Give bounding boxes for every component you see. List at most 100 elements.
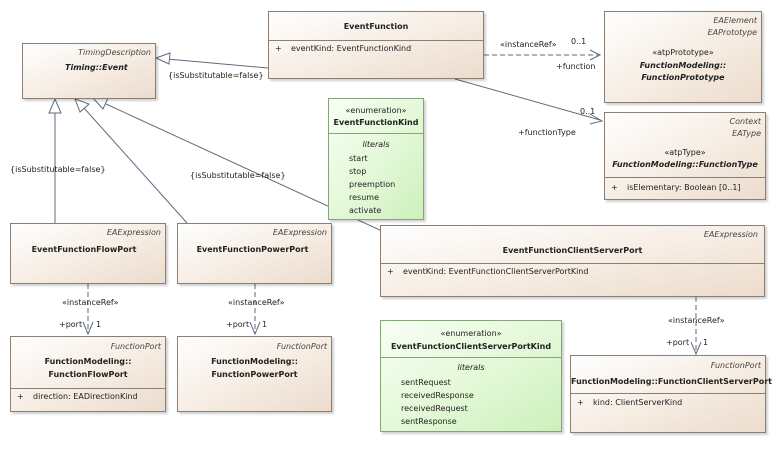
constraint-label: {isSubstitutable=false}	[190, 171, 286, 180]
class-name: EventFunctionClientServerPort	[502, 246, 643, 255]
visibility-marker: +	[275, 44, 282, 53]
compartment-divider	[571, 393, 765, 394]
compartment-divider	[11, 388, 165, 389]
attribute-text: kind: ClientServerKind	[593, 398, 683, 407]
multiplicity-label: 1	[703, 338, 709, 347]
enum-literal: preemption	[349, 180, 396, 189]
class-stereotype: Context	[729, 117, 761, 126]
attribute-text: isElementary: Boolean [0..1]	[627, 183, 741, 192]
class-stereotype: EAType	[732, 129, 761, 138]
enum-name: EventFunctionClientServerPortKind	[390, 342, 552, 351]
class-name-line-2: FunctionPowerPort	[211, 370, 298, 379]
compartment-divider	[381, 357, 561, 358]
event-function-class[interactable]: EventFunction + eventKind: EventFunctionK…	[268, 11, 484, 79]
class-name: FunctionModeling::FunctionType	[612, 160, 758, 169]
inner-stereotype: «atpType»	[664, 148, 706, 157]
class-stereotype: FunctionPort	[710, 361, 761, 370]
visibility-marker: +	[611, 183, 618, 192]
function-client-server-port-class[interactable]: FunctionPort FunctionModeling::FunctionC…	[570, 355, 772, 433]
open-arrowhead	[589, 113, 604, 125]
function-prototype-class[interactable]: EAElement EAPrototype «atpPrototype» Fun…	[604, 11, 762, 103]
attribute-text: eventKind: EventFunctionClientServerPort…	[403, 267, 589, 276]
class-name: Timing::Event	[65, 63, 128, 72]
compartment-divider	[381, 263, 764, 264]
enum-literal: receivedResponse	[401, 391, 474, 400]
open-arrowhead	[249, 321, 261, 336]
enum-stereotype: «enumeration»	[345, 106, 407, 115]
class-name: EventFunctionPowerPort	[196, 245, 309, 254]
instance-ref-label: «instanceRef»	[228, 298, 285, 307]
multiplicity-label: 0..1	[571, 37, 587, 46]
class-name-line-1: FunctionModeling::	[639, 61, 727, 70]
function-power-port-class[interactable]: FunctionPort FunctionModeling:: Function…	[177, 336, 332, 412]
generalization-arrowhead	[154, 52, 171, 65]
event-function-kind-enum[interactable]: «enumeration» EventFunctionKind literals…	[328, 98, 424, 220]
event-function-client-server-port-kind-enum[interactable]: «enumeration» EventFunctionClientServerP…	[380, 320, 562, 432]
association-line	[454, 78, 601, 121]
role-label: +port	[226, 320, 250, 329]
generalization-line	[155, 57, 269, 69]
multiplicity-label: 0..1	[580, 107, 596, 116]
class-stereotype: FunctionPort	[110, 342, 161, 351]
class-attribute: + isElementary: Boolean [0..1]	[611, 183, 741, 192]
class-stereotype: EAExpression	[272, 228, 327, 237]
literals-label: literals	[457, 363, 485, 372]
visibility-marker: +	[387, 267, 394, 276]
role-label: +port	[59, 320, 83, 329]
event-function-power-port-class[interactable]: EAExpression EventFunctionPowerPort	[177, 223, 332, 284]
attribute-text: direction: EADirectionKind	[33, 392, 138, 401]
enum-literal: sentResponse	[401, 417, 457, 426]
class-name: FunctionModeling::FunctionClientServerPo…	[571, 377, 772, 386]
attribute-text: eventKind: EventFunctionKind	[291, 44, 412, 53]
enum-literal: receivedRequest	[401, 404, 468, 413]
visibility-marker: +	[577, 398, 584, 407]
open-arrowhead	[690, 341, 702, 356]
open-arrowhead	[589, 49, 602, 61]
enum-literal: activate	[349, 206, 382, 215]
enum-stereotype: «enumeration»	[440, 329, 502, 338]
constraint-label: {isSubstitutable=false}	[168, 71, 264, 80]
class-stereotype: EAExpression	[703, 230, 758, 239]
compartment-divider	[329, 133, 423, 134]
class-name-line-2: FunctionFlowPort	[48, 370, 128, 379]
timing-event-class[interactable]: TimingDescription Timing::Event	[22, 43, 156, 99]
event-function-flow-port-class[interactable]: EAExpression EventFunctionFlowPort	[10, 223, 166, 284]
generalization-arrowhead	[91, 97, 109, 110]
event-function-client-server-port-class[interactable]: EAExpression EventFunctionClientServerPo…	[380, 225, 765, 297]
class-name-line-1: FunctionModeling::	[44, 357, 132, 366]
class-attribute: + direction: EADirectionKind	[17, 392, 138, 401]
enum-literal: sentRequest	[401, 378, 451, 387]
class-stereotype: EAElement	[713, 16, 757, 25]
instance-ref-label: «instanceRef»	[62, 298, 119, 307]
class-name: EventFunctionFlowPort	[31, 245, 137, 254]
compartment-divider	[605, 177, 765, 178]
generalization-arrowhead	[74, 98, 90, 113]
role-label: +port	[666, 338, 690, 347]
compartment-divider	[269, 40, 483, 41]
instance-ref-label: «instanceRef»	[500, 40, 557, 49]
class-stereotype: EAPrototype	[707, 28, 757, 37]
literals-label: literals	[362, 140, 390, 149]
generalization-arrowhead	[48, 97, 62, 114]
class-stereotype: EAExpression	[106, 228, 161, 237]
open-arrowhead	[82, 321, 94, 336]
function-flow-port-class[interactable]: FunctionPort FunctionModeling:: Function…	[10, 336, 166, 412]
role-label: +functionType	[518, 128, 576, 137]
class-attribute: + kind: ClientServerKind	[577, 398, 682, 407]
class-name: EventFunction	[343, 22, 409, 31]
class-name-line-2: FunctionPrototype	[641, 73, 725, 82]
multiplicity-label: 1	[96, 320, 102, 329]
inner-stereotype: «atpPrototype»	[652, 48, 714, 57]
function-type-class[interactable]: Context EAType «atpType» FunctionModelin…	[604, 112, 766, 200]
enum-name: EventFunctionKind	[333, 118, 419, 127]
visibility-marker: +	[17, 392, 24, 401]
constraint-label: {isSubstitutable=false}	[10, 165, 106, 174]
enum-literal: stop	[349, 167, 367, 176]
class-attribute: + eventKind: EventFunctionKind	[275, 44, 411, 53]
class-attribute: + eventKind: EventFunctionClientServerPor…	[387, 267, 588, 276]
generalization-line	[83, 107, 188, 224]
multiplicity-label: 1	[262, 320, 268, 329]
instance-ref-label: «instanceRef»	[668, 316, 725, 325]
enum-literal: resume	[349, 193, 379, 202]
class-stereotype: TimingDescription	[78, 48, 151, 57]
